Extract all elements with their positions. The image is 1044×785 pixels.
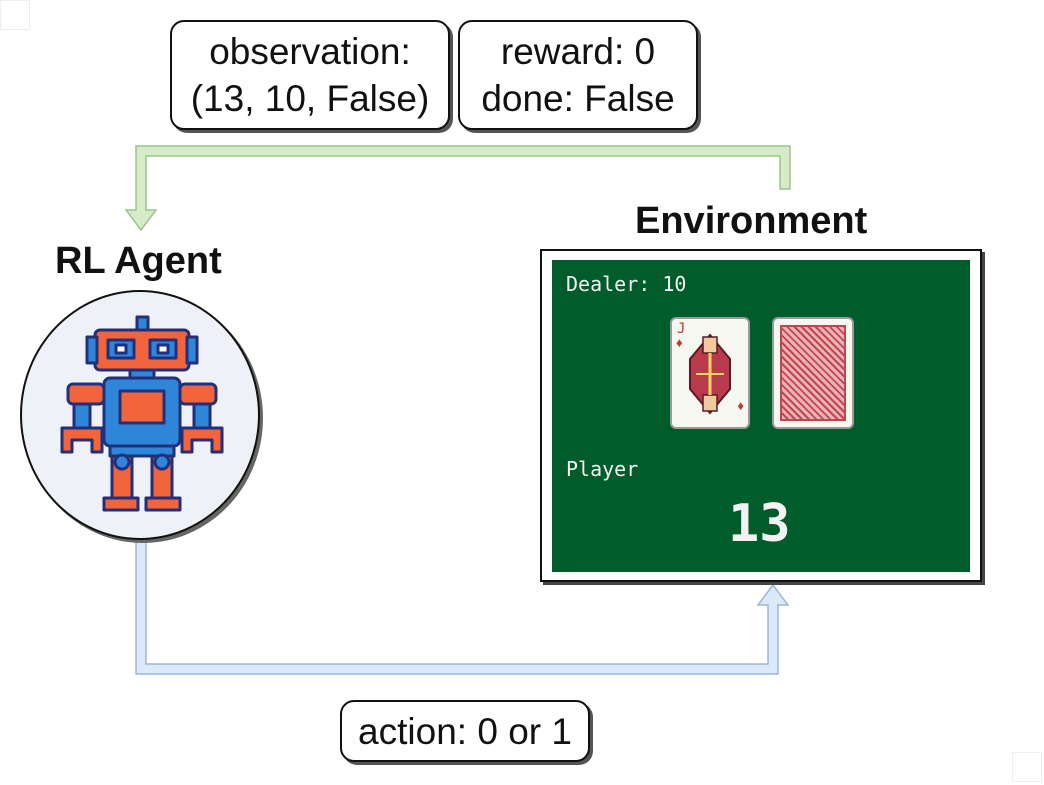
- card-suit-bottom-icon: ♦: [737, 398, 744, 413]
- done-text: done: False: [481, 78, 675, 119]
- environment-panel: Dealer: 10 J ♦ ♦ Player 13: [540, 249, 982, 582]
- feedback-arrow: [124, 145, 791, 232]
- dealer-label: Dealer: 10: [566, 272, 687, 296]
- dealer-card-face-up: J ♦ ♦: [670, 317, 750, 429]
- robot-icon: [60, 315, 224, 512]
- action-label: action: 0 or 1: [358, 711, 572, 752]
- observation-value: (13, 10, False): [190, 78, 430, 119]
- card-back-pattern: [780, 325, 846, 421]
- observation-box: observation: (13, 10, False): [170, 20, 450, 130]
- player-total: 13: [728, 494, 791, 554]
- dealer-card-face-down: [772, 317, 854, 429]
- observation-label: observation:: [209, 31, 411, 72]
- agent-circle: [20, 290, 260, 540]
- environment-title: Environment: [635, 200, 868, 242]
- reward-text: reward: 0: [500, 31, 656, 72]
- jack-figure-icon: [689, 333, 731, 415]
- action-box: action: 0 or 1: [340, 700, 590, 762]
- blackjack-table: Dealer: 10 J ♦ ♦ Player 13: [552, 260, 970, 572]
- agent-title: RL Agent: [55, 240, 222, 282]
- corner-square-bottom-right: [1012, 752, 1042, 782]
- action-arrow: [135, 539, 790, 675]
- reward-done-box: reward: 0 done: False: [458, 20, 698, 130]
- card-suit-top-icon: ♦: [676, 335, 683, 350]
- player-label: Player: [566, 457, 639, 481]
- card-rank-top: J: [677, 321, 686, 337]
- corner-square-top-left: [0, 0, 30, 30]
